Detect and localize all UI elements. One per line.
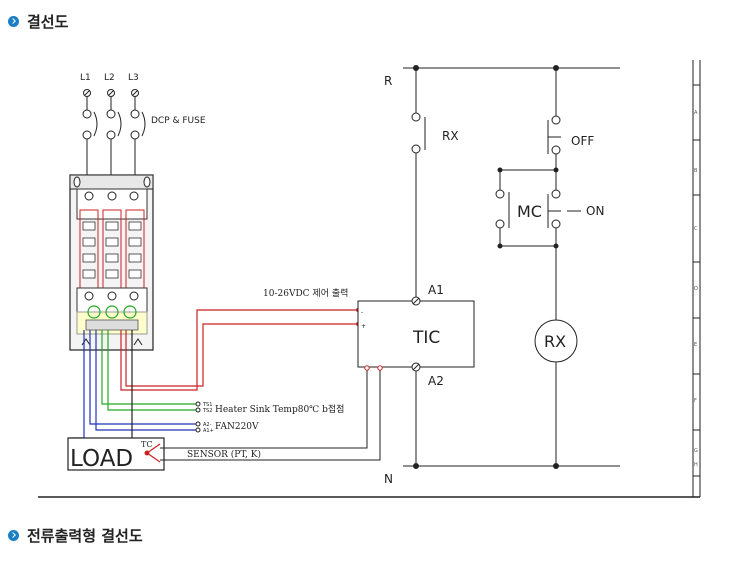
tic-minus: - [361,309,363,316]
terminal-a2: A2- [203,422,212,428]
section-title-text: 결선도 [27,13,69,31]
terminal-ts1: TS1 [202,402,212,408]
load-label: LOAD [70,446,133,472]
section-title-text: 전류출력형 결선도 [27,527,143,545]
frame-mark: C [694,226,698,232]
bullet-icon [8,16,19,27]
rail-bottom-label: N [384,472,393,486]
power-unit [69,174,154,351]
control-signal-label: 10-26VDC 제어 출력 [263,287,348,299]
tic-label: TIC [412,328,440,348]
terminal-points [195,401,201,433]
sensor-label: SENSOR (PT, K) [187,449,261,460]
section-title-wiring: 결선도 [8,11,68,32]
frame-mark: E [694,342,697,348]
frame-mark: B [694,168,698,174]
frame-mark: H [694,462,698,468]
on-label: ON [586,204,604,218]
a2-label: A2 [428,374,444,388]
tic-plus: + [361,323,366,330]
rx-contact-label: RX [442,129,459,143]
frame-mark: F [694,398,697,404]
section-title-current-output: 전류출력형 결선도 [8,525,143,546]
tic-box [357,300,475,368]
bullet-icon [8,530,19,541]
control-wires [70,309,358,439]
terminal-ts2: TS2 [202,408,212,414]
frame-ticks [693,84,700,477]
mc-label: MC [517,202,542,221]
control-circuit [403,67,620,467]
frame-mark: D [694,286,698,292]
phase-inputs [82,89,146,175]
rail-top-label: R [384,74,392,88]
terminal-a1: A1+ [203,428,214,434]
rx-coil-label: RX [544,332,566,351]
a1-label: A1 [428,283,444,297]
line-label-l2: L2 [104,73,115,83]
fan-label: FAN220V [215,422,259,432]
heater-sink-label: Heater Sink Temp80℃ b접점 [215,403,344,415]
off-label: OFF [571,134,594,148]
line-label-l1: L1 [80,73,91,83]
line-label-l3: L3 [128,73,139,83]
frame-mark: A [694,110,698,116]
tc-label: TC [141,440,152,449]
frame-mark: G [694,448,698,454]
sensor-wires [146,368,381,463]
dcp-fuse-label: DCP & FUSE [151,116,206,126]
